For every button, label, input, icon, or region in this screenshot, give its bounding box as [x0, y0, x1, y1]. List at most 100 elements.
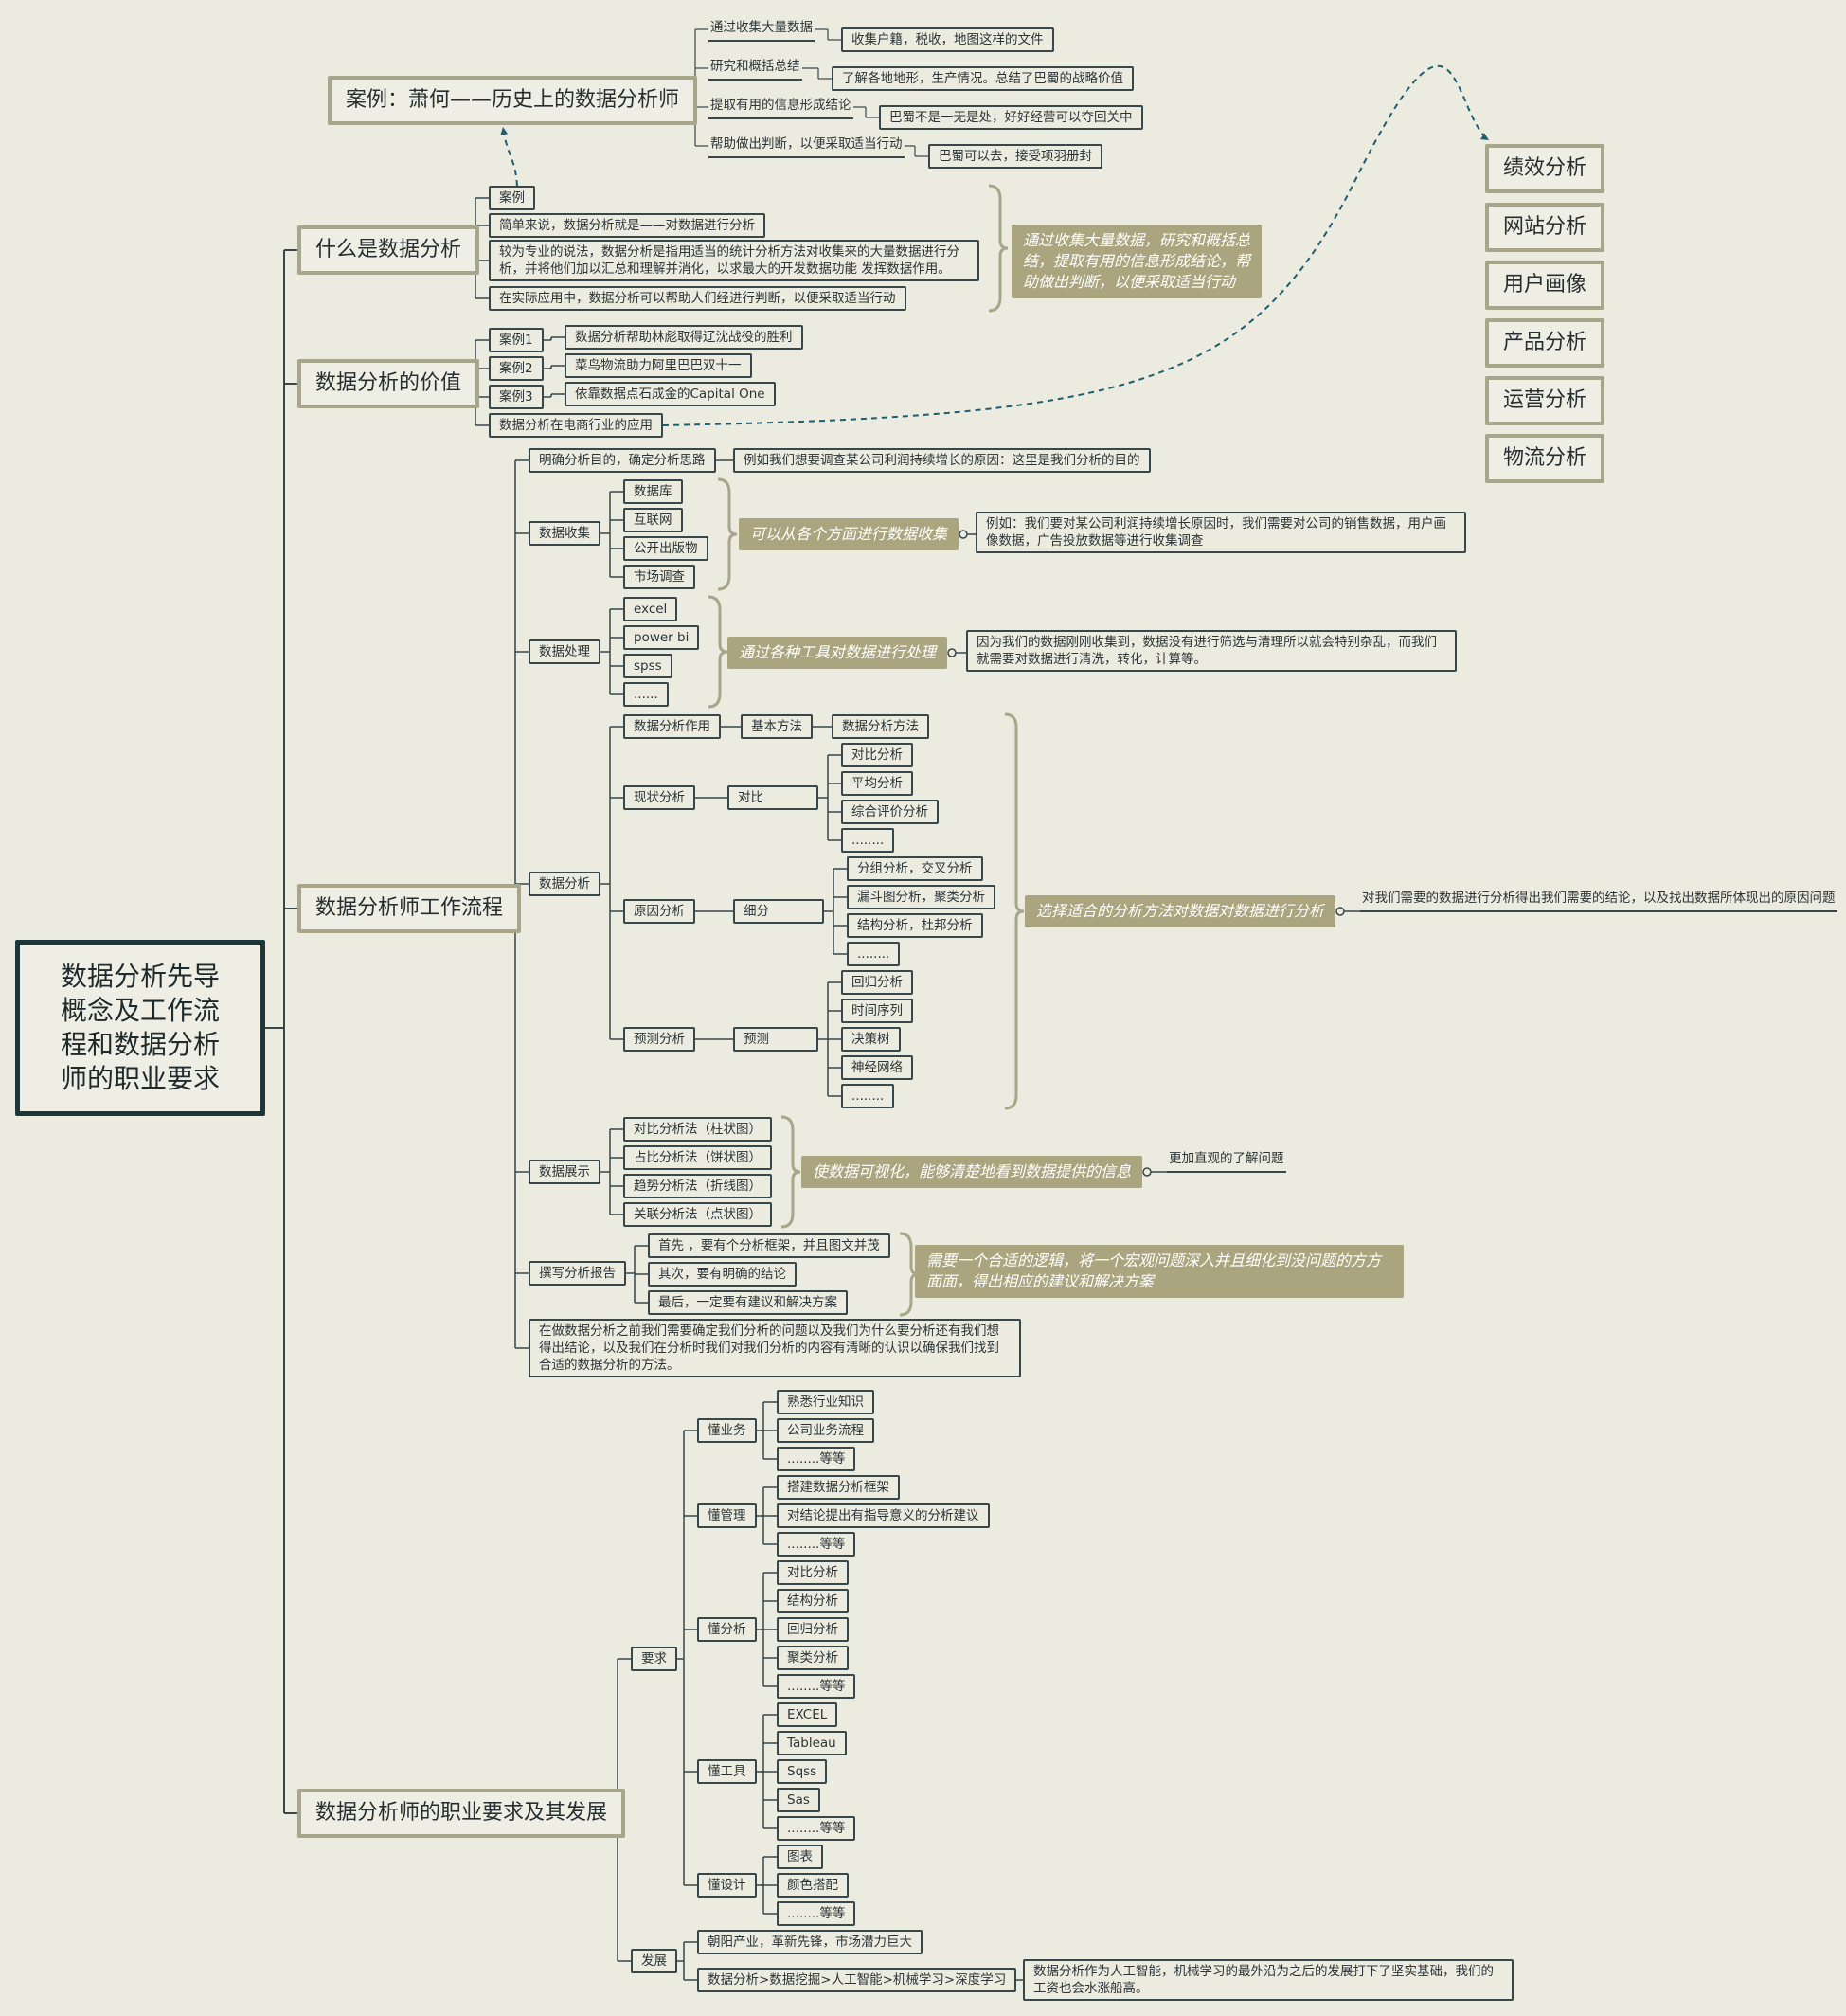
req-design-item-3[interactable]: ........等等 [777, 1901, 856, 1926]
case-xiaohe[interactable]: 案例：萧何——历史上的数据分析师 [328, 76, 698, 125]
req-tools-item-3[interactable]: Sqss [777, 1759, 828, 1784]
value-detail-1[interactable]: 数据分析帮助林彪取得辽沈战役的胜利 [565, 325, 803, 350]
analysis-compare[interactable]: 对比 [727, 785, 818, 810]
what-case[interactable]: 案例 [489, 186, 535, 210]
analysis-status[interactable]: 现状分析 [623, 785, 695, 810]
app-website[interactable]: 网站分析 [1485, 203, 1605, 252]
what-professional[interactable]: 较为专业的说法，数据分析是指用适当的统计分析方法对收集来的大量数据进行分析，并将… [489, 240, 979, 281]
predict-item-3[interactable]: 决策树 [841, 1027, 901, 1052]
predict-item-5[interactable]: ........ [841, 1084, 895, 1108]
app-logistics[interactable]: 物流分析 [1485, 434, 1605, 483]
req-tools-item-1[interactable]: EXCEL [777, 1702, 838, 1727]
topic-value-of-data-analysis[interactable]: 数据分析的价值 [297, 359, 480, 408]
display-item-3[interactable]: 趋势分析法（折线图） [623, 1174, 772, 1198]
req-analysis-item-2[interactable]: 结构分析 [777, 1589, 849, 1613]
value-ecommerce[interactable]: 数据分析在电商行业的应用 [489, 413, 663, 438]
app-product[interactable]: 产品分析 [1485, 318, 1605, 368]
req-analysis[interactable]: 懂分析 [697, 1617, 757, 1642]
compare-item-4[interactable]: ........ [841, 828, 895, 853]
req-tools-item-2[interactable]: Tableau [777, 1731, 847, 1755]
process-item-excel[interactable]: excel [623, 597, 678, 621]
detail-item-2[interactable]: 漏斗图分析，聚类分析 [847, 885, 995, 909]
req-analysis-item-1[interactable]: 对比分析 [777, 1560, 849, 1585]
compare-item-3[interactable]: 综合评价分析 [841, 800, 939, 824]
flow-analysis[interactable]: 数据分析 [529, 872, 600, 896]
display-note[interactable]: 更加直观的了解问题 [1167, 1148, 1286, 1173]
req-analysis-item-4[interactable]: 聚类分析 [777, 1646, 849, 1670]
analysis-predict-node[interactable]: 预测 [733, 1027, 818, 1052]
display-item-4[interactable]: 关联分析法（点状图） [623, 1202, 772, 1227]
display-item-2[interactable]: 占比分析法（饼状图） [623, 1145, 772, 1170]
analysis-note[interactable]: 对我们需要的数据进行分析得出我们需要的结论，以及找出数据所体现出的原因问题 [1360, 888, 1837, 912]
analysis-basic-method[interactable]: 基本方法 [741, 714, 813, 739]
analysis-method[interactable]: 数据分析方法 [832, 714, 929, 739]
dev-item-2[interactable]: 数据分析>数据挖掘>人工智能>机械学习>深度学习 [697, 1968, 1017, 1992]
compare-item-2[interactable]: 平均分析 [841, 771, 913, 796]
compare-item-1[interactable]: 对比分析 [841, 743, 913, 767]
analysis-detail[interactable]: 细分 [733, 899, 824, 924]
what-simple[interactable]: 简单来说，数据分析就是——对数据进行分析 [489, 213, 765, 238]
req-tools-item-5[interactable]: ........等等 [777, 1816, 856, 1841]
req-tools[interactable]: 懂工具 [697, 1759, 757, 1784]
process-item-powerbi[interactable]: power bi [623, 625, 700, 650]
process-item-more[interactable]: ...... [623, 682, 669, 707]
detail-item-3[interactable]: 结构分析，杜邦分析 [847, 913, 983, 938]
report-item-3[interactable]: 最后，一定要有建议和解决方案 [648, 1290, 848, 1315]
detail-item-1[interactable]: 分组分析，交叉分析 [847, 856, 983, 881]
predict-item-1[interactable]: 回归分析 [841, 970, 913, 995]
what-summary[interactable]: 通过收集大量数据，研究和概括总结，提取有用的信息形成结论，帮助做出判断，以便采取… [1012, 225, 1262, 298]
req-analysis-item-5[interactable]: ........等等 [777, 1674, 856, 1699]
value-detail-2[interactable]: 菜鸟物流助力阿里巴巴双十一 [565, 353, 752, 378]
process-item-spss[interactable]: spss [623, 654, 672, 678]
value-case-3[interactable]: 案例3 [489, 385, 544, 409]
value-detail-3[interactable]: 依靠数据点石成金的Capital One [565, 382, 776, 406]
req-design-item-2[interactable]: 颜色搭配 [777, 1873, 849, 1898]
display-item-1[interactable]: 对比分析法（柱状图） [623, 1117, 772, 1142]
analysis-predict[interactable]: 预测分析 [623, 1027, 695, 1052]
flow-note[interactable]: 在做数据分析之前我们需要确定我们分析的问题以及我们为什么要分析还有我们想得出结论… [529, 1319, 1021, 1377]
flow-goal[interactable]: 明确分析目的，确定分析思路 [529, 448, 716, 473]
report-summary[interactable]: 需要一个合适的逻辑，将一个宏观问题深入并且细化到没问题的方方面面，得出相应的建议… [915, 1245, 1404, 1298]
flow-display[interactable]: 数据展示 [529, 1160, 600, 1184]
app-performance[interactable]: 绩效分析 [1485, 144, 1605, 193]
topic-career-requirements[interactable]: 数据分析师的职业要求及其发展 [297, 1789, 626, 1838]
req-tools-item-4[interactable]: Sas [777, 1788, 820, 1812]
collect-example[interactable]: 例如：我们要对某公司利润持续增长原因时，我们需要对公司的销售数据，用户画像数据，… [976, 512, 1466, 553]
flow-process[interactable]: 数据处理 [529, 639, 600, 664]
collect-item-database[interactable]: 数据库 [623, 479, 683, 504]
topic-what-is-data-analysis[interactable]: 什么是数据分析 [297, 225, 480, 275]
req-management-item-2[interactable]: 对结论提出有指导意义的分析建议 [777, 1503, 990, 1528]
req-business-item-3[interactable]: ........等等 [777, 1447, 856, 1471]
case-step-4[interactable]: 帮助做出判断，以便采取适当行动 [708, 134, 905, 158]
flow-goal-example[interactable]: 例如我们想要调查某公司利润持续增长的原因：这里是我们分析的目的 [733, 448, 1151, 473]
analysis-cause[interactable]: 原因分析 [623, 899, 695, 924]
topic-analyst-workflow[interactable]: 数据分析师工作流程 [297, 884, 522, 933]
req-management-item-3[interactable]: ........等等 [777, 1532, 856, 1557]
req-business[interactable]: 懂业务 [697, 1418, 757, 1443]
case-detail-1[interactable]: 收集户籍，税收，地图这样的文件 [841, 27, 1054, 52]
collect-item-publication[interactable]: 公开出版物 [623, 536, 708, 561]
career-development[interactable]: 发展 [631, 1949, 677, 1973]
req-design-item-1[interactable]: 图表 [777, 1845, 823, 1869]
dev-item-1[interactable]: 朝阳产业，革新先锋，市场潜力巨大 [697, 1930, 923, 1954]
value-case-2[interactable]: 案例2 [489, 356, 544, 381]
app-user-portrait[interactable]: 用户画像 [1485, 261, 1605, 310]
value-case-1[interactable]: 案例1 [489, 328, 544, 352]
predict-item-2[interactable]: 时间序列 [841, 999, 913, 1023]
dev-note[interactable]: 数据分析作为人工智能，机械学习的最外沿为之后的发展打下了坚实基础，我们的工资也会… [1023, 1959, 1514, 2001]
predict-item-4[interactable]: 神经网络 [841, 1055, 913, 1080]
req-business-item-2[interactable]: 公司业务流程 [777, 1418, 874, 1443]
app-operation[interactable]: 运营分析 [1485, 376, 1605, 425]
case-step-1[interactable]: 通过收集大量数据 [708, 17, 815, 42]
analysis-summary[interactable]: 选择适合的分析方法对数据对数据进行分析 [1025, 895, 1336, 927]
analysis-role[interactable]: 数据分析作用 [623, 714, 721, 739]
process-example[interactable]: 因为我们的数据刚刚收集到，数据没有进行筛选与清理所以就会特别杂乱，而我们就需要对… [966, 630, 1457, 672]
collect-item-survey[interactable]: 市场调查 [623, 565, 695, 589]
collect-summary[interactable]: 可以从各个方面进行数据收集 [739, 518, 959, 550]
req-design[interactable]: 懂设计 [697, 1873, 757, 1898]
req-management-item-1[interactable]: 搭建数据分析框架 [777, 1475, 900, 1500]
report-item-1[interactable]: 首先 ，要有个分析框架，并且图文并茂 [648, 1233, 890, 1258]
process-summary[interactable]: 通过各种工具对数据进行处理 [727, 637, 948, 669]
collect-item-internet[interactable]: 互联网 [623, 508, 683, 532]
career-requirements[interactable]: 要求 [631, 1647, 677, 1671]
